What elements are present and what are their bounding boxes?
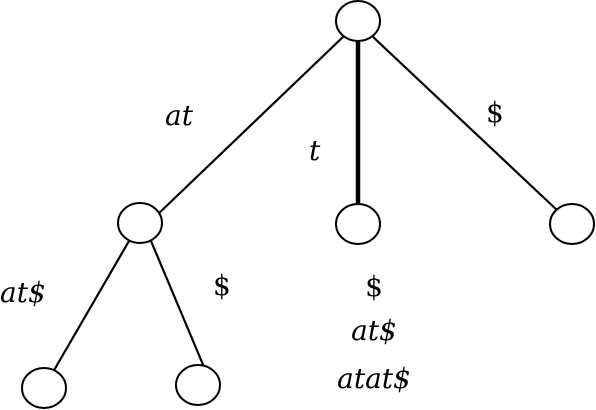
leftleft-leaf-node	[21, 367, 67, 409]
edge-root-to-right	[370, 34, 560, 213]
leftright-leaf-node	[175, 364, 221, 406]
leaf-label-dollar: $	[365, 270, 383, 303]
edge-left-to-leftleaf	[51, 239, 131, 374]
root-node	[335, 0, 381, 42]
edge-label-t: t	[309, 134, 321, 167]
left-internal-node	[117, 202, 163, 244]
middle-leaf-node	[335, 203, 381, 245]
leaf-label-at-dollar: at$	[351, 314, 397, 347]
leaf-label-atat-dollar: atat$	[337, 362, 411, 395]
edge-label-dollar-root: $	[486, 96, 504, 129]
edge-root-to-left	[154, 34, 346, 218]
edge-label-at-dollar: at$	[0, 276, 46, 309]
right-leaf-node	[549, 203, 595, 245]
edge-left-to-rightleaf	[149, 239, 206, 369]
edge-label-at: at	[165, 99, 194, 132]
edge-label-dollar-left: $	[213, 269, 231, 302]
